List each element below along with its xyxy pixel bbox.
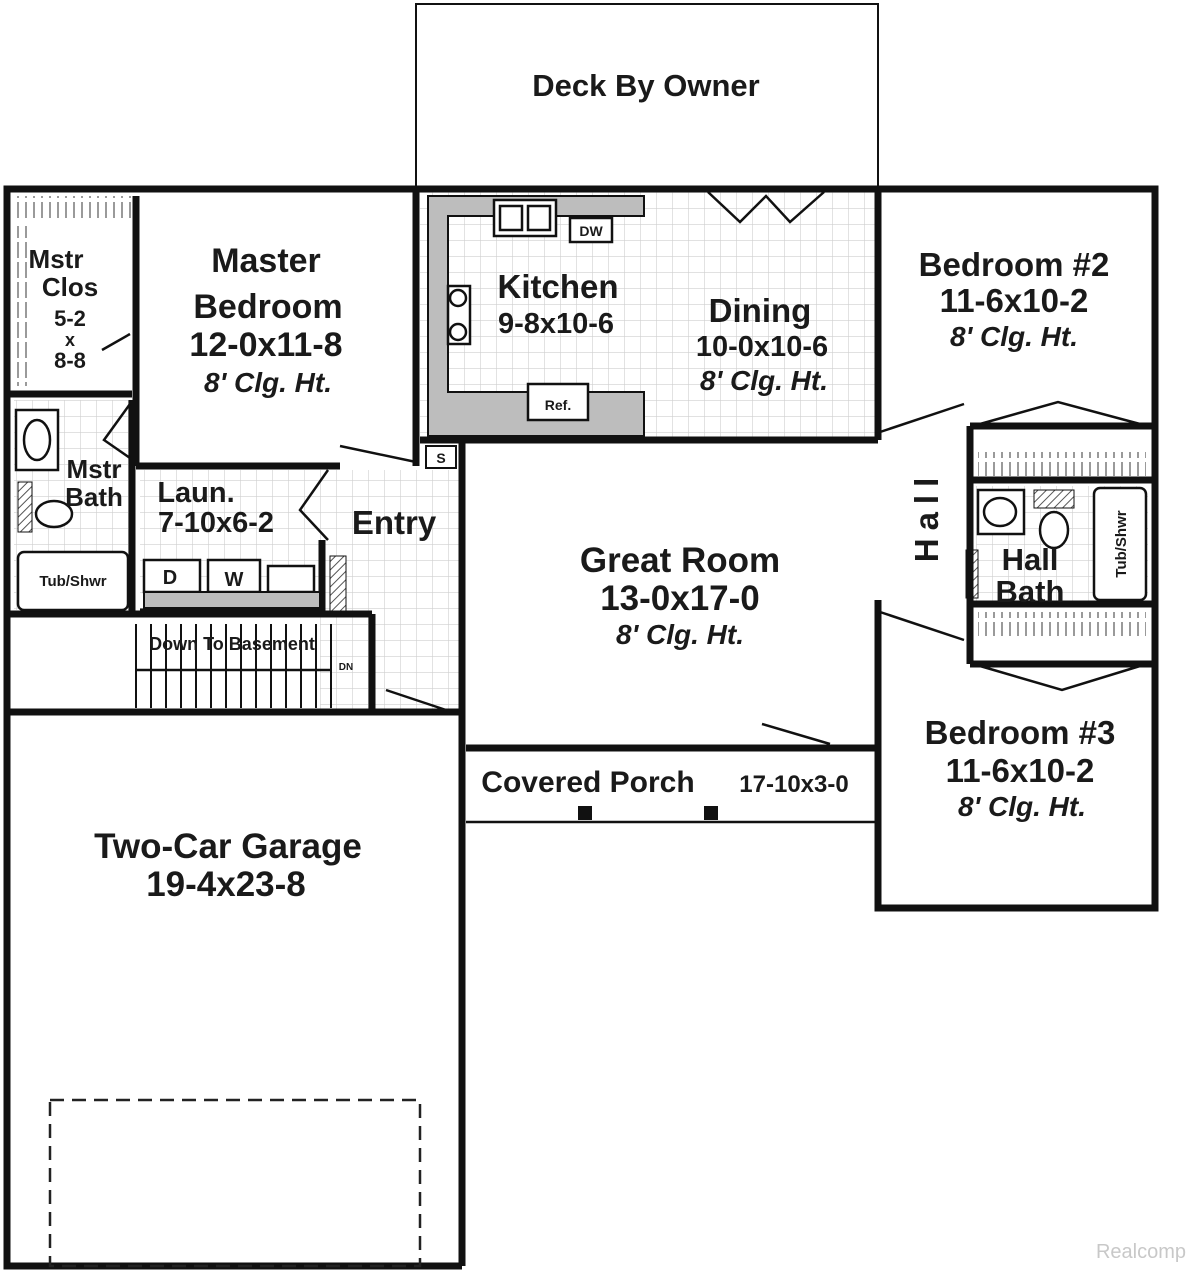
watermark-text: Realcomp <box>1095 1241 1186 1263</box>
bedroom2-label: Bedroom #2 11-6x10-2 8' Clg. Ht. <box>919 246 1110 352</box>
kitchen-label: Kitchen 9-8x10-6 <box>497 268 618 340</box>
svg-text:9-8x10-6: 9-8x10-6 <box>498 308 614 340</box>
svg-text:Bedroom #2: Bedroom #2 <box>919 246 1110 283</box>
laundry-label: Laun. 7-10x6-2 <box>157 477 274 539</box>
laundry-appliances: D W <box>142 558 321 609</box>
bedroom3-label: Bedroom #3 11-6x10-2 8' Clg. Ht. <box>925 714 1116 822</box>
svg-text:17-10x3-0: 17-10x3-0 <box>739 771 848 798</box>
svg-text:Mstr: Mstr <box>67 454 122 484</box>
svg-text:8' Clg. Ht.: 8' Clg. Ht. <box>616 619 744 650</box>
svg-text:Mstr: Mstr <box>29 244 84 274</box>
bath-fixtures: Tub/Shwr Tub/Shwr <box>14 408 1148 612</box>
svg-text:Two-Car Garage: Two-Car Garage <box>94 827 362 866</box>
stairs-dn-label: DN <box>339 662 353 673</box>
garage-label: Two-Car Garage 19-4x23-8 <box>94 827 362 904</box>
svg-text:Bath: Bath <box>996 574 1065 609</box>
master-tub-icon <box>16 550 130 612</box>
svg-text:Clos: Clos <box>42 272 98 302</box>
dryer-label: D <box>163 567 177 589</box>
laundry-sink-icon <box>266 564 316 594</box>
stairs-label: Down To Basement <box>149 634 315 654</box>
hall-bath-label: Hall Bath <box>996 542 1065 609</box>
refrigerator-label: Ref. <box>545 397 571 413</box>
svg-text:8' Clg. Ht.: 8' Clg. Ht. <box>700 365 828 396</box>
deck-area: Deck By Owner <box>415 3 879 189</box>
hall-tub-label: Tub/Shwr <box>1113 510 1130 577</box>
dining-label: Dining 10-0x10-6 8' Clg. Ht. <box>696 292 828 396</box>
hall-toilet-icon <box>1038 510 1070 550</box>
washer-icon <box>206 558 262 594</box>
svg-text:Kitchen: Kitchen <box>497 268 618 305</box>
svg-text:Hall: Hall <box>1002 542 1059 577</box>
svg-text:7-10x6-2: 7-10x6-2 <box>158 507 274 539</box>
svg-text:Laun.: Laun. <box>157 477 234 509</box>
closets <box>14 196 1146 636</box>
svg-text:8' Clg. Ht.: 8' Clg. Ht. <box>204 367 332 398</box>
stairs: Down To Basement DN <box>135 624 353 708</box>
kitchen-counters: DW Ref. <box>427 195 645 437</box>
dryer-icon <box>142 558 202 594</box>
walls: S <box>3 185 1159 1270</box>
svg-text:19-4x23-8: 19-4x23-8 <box>146 865 306 904</box>
svg-text:11-6x10-2: 11-6x10-2 <box>946 752 1095 789</box>
svg-text:Covered Porch: Covered Porch <box>481 766 694 799</box>
svg-text:8' Clg. Ht.: 8' Clg. Ht. <box>958 791 1086 822</box>
hall-label: Hall <box>908 470 945 563</box>
svg-text:8-8: 8-8 <box>54 348 86 373</box>
svg-text:8' Clg. Ht.: 8' Clg. Ht. <box>950 321 1078 352</box>
svg-text:11-6x10-2: 11-6x10-2 <box>940 282 1089 319</box>
master-toilet-icon <box>34 499 74 529</box>
svg-text:Bedroom #3: Bedroom #3 <box>925 714 1116 751</box>
svg-text:10-0x10-6: 10-0x10-6 <box>696 331 828 363</box>
hall-tub-icon <box>1092 486 1148 602</box>
svg-text:Bath: Bath <box>65 482 123 512</box>
svg-text:Great Room: Great Room <box>580 541 780 580</box>
great-room-label: Great Room 13-0x17-0 8' Clg. Ht. <box>580 541 780 650</box>
deck-label: Deck By Owner <box>532 68 759 103</box>
entry-s-label: S <box>436 450 445 466</box>
mstr-bath-label: Mstr Bath <box>65 454 123 512</box>
svg-text:Bedroom: Bedroom <box>193 288 342 326</box>
svg-text:Dining: Dining <box>709 292 812 329</box>
dishwasher-label: DW <box>579 223 603 239</box>
dishwasher-icon <box>568 216 614 244</box>
svg-text:13-0x17-0: 13-0x17-0 <box>600 579 760 618</box>
svg-text:5-2: 5-2 <box>54 306 86 331</box>
svg-text:x: x <box>65 330 75 350</box>
refrigerator-icon <box>526 382 590 422</box>
master-tub-label: Tub/Shwr <box>39 573 106 590</box>
master-bedroom-label: Master Bedroom 12-0x11-8 8' Clg. Ht. <box>189 242 342 398</box>
mstr-clos-label: Mstr Clos 5-2 x 8-8 <box>29 244 99 373</box>
svg-text:12-0x11-8: 12-0x11-8 <box>189 326 342 364</box>
garage-door-outline <box>48 1098 422 1268</box>
entry-label: Entry <box>352 504 437 541</box>
svg-text:Master: Master <box>211 242 321 280</box>
porch-label: Covered Porch 17-10x3-0 <box>481 766 848 799</box>
washer-label: W <box>225 569 244 591</box>
